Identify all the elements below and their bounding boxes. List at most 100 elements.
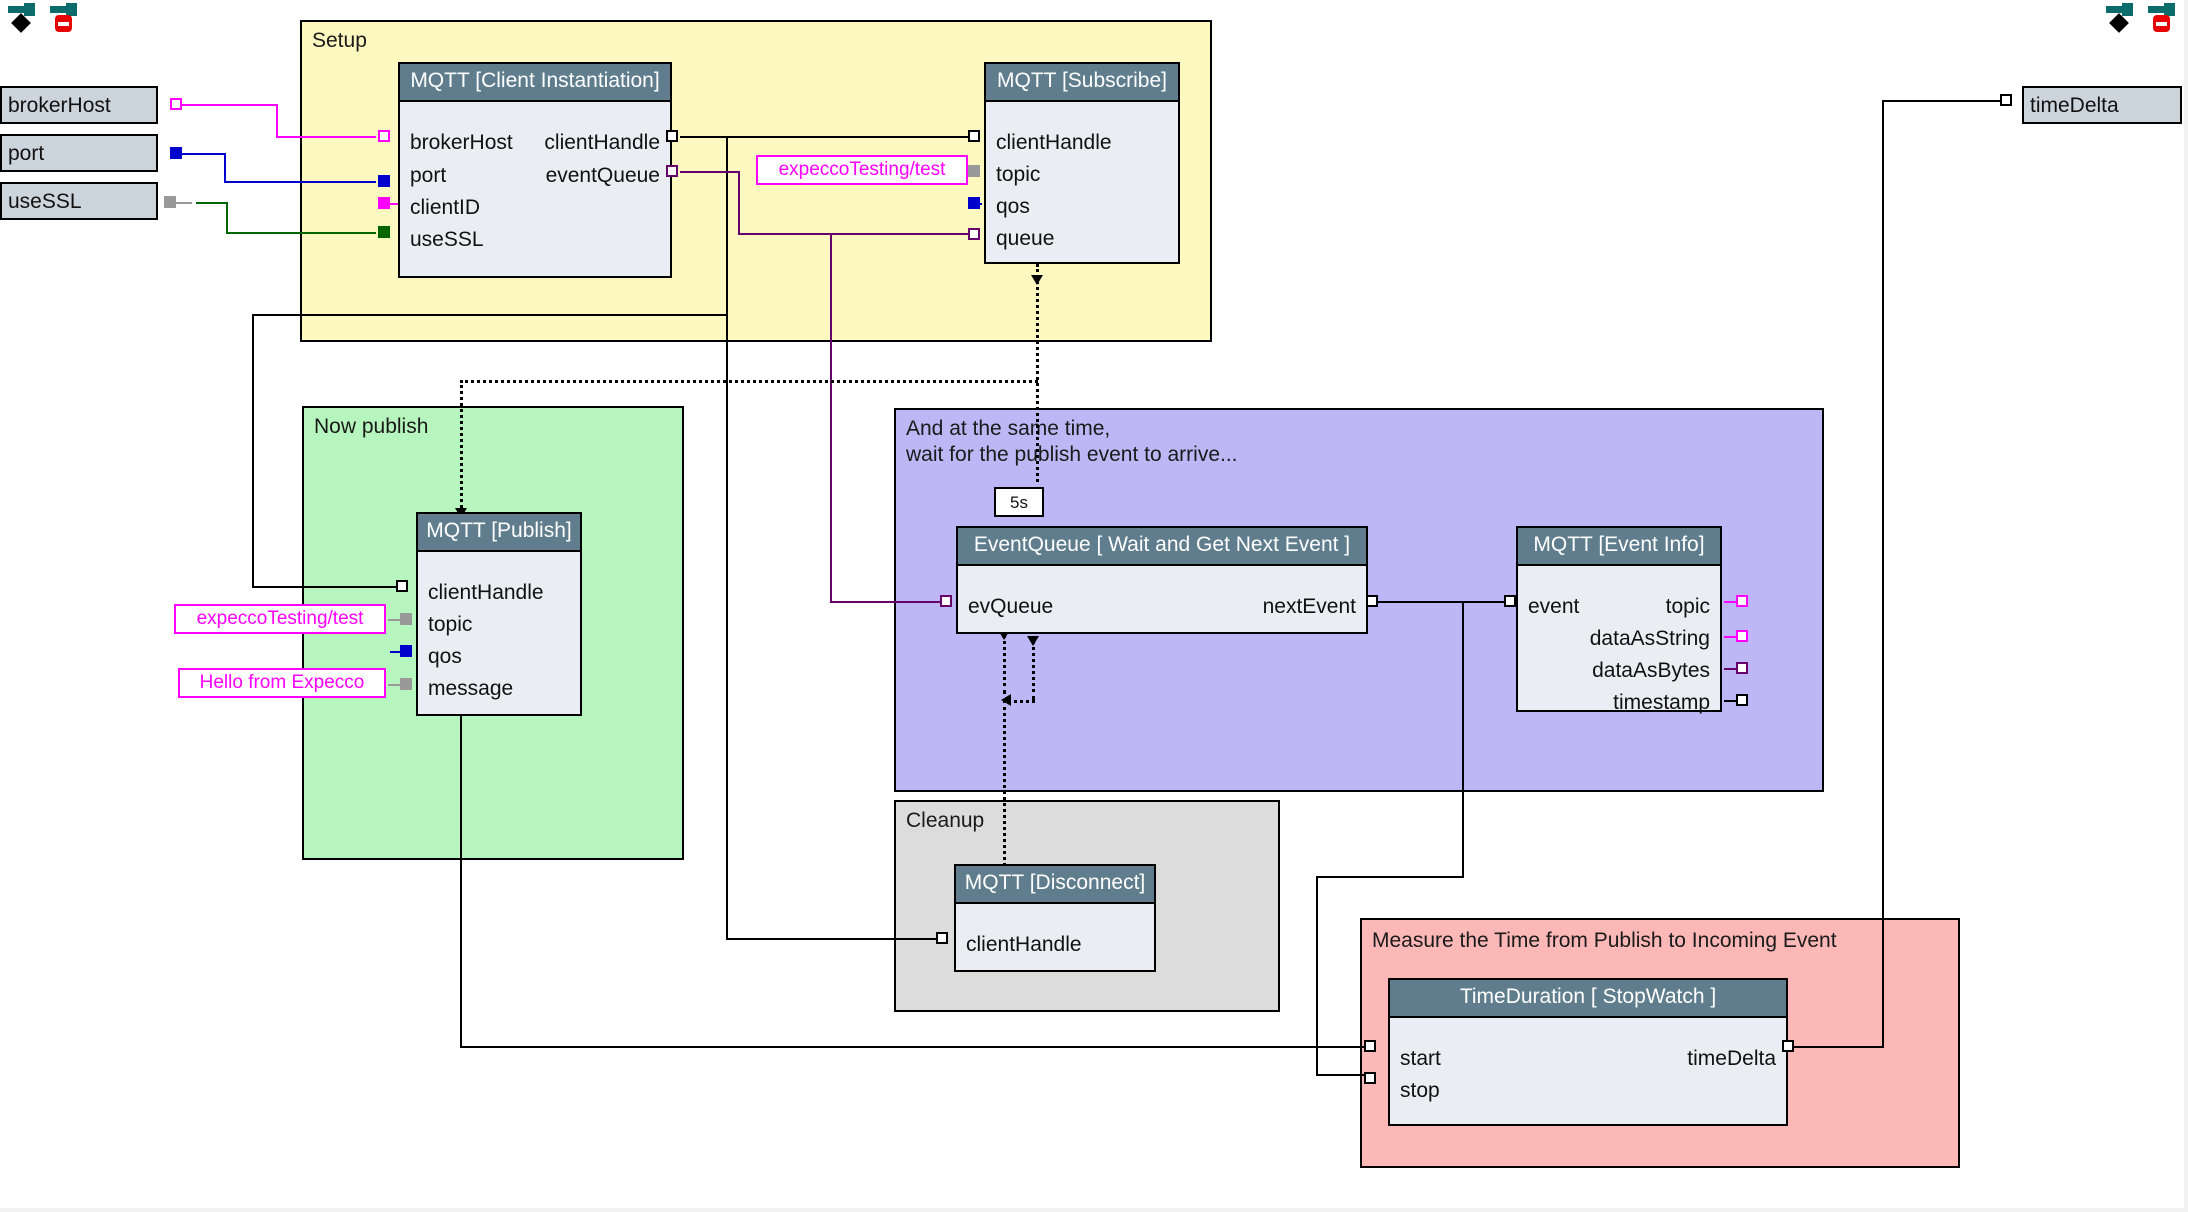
pin-in-publish-message[interactable] [400,678,412,690]
pin-in-subscribe-clienthandle[interactable] [968,130,980,142]
pin-in-disconnect-clienthandle[interactable] [936,932,948,944]
wire-port-seg3 [224,181,376,183]
wire-publish-topic-stub [388,619,402,621]
pin-in-subscribe-qos[interactable] [968,197,980,209]
pin-label-info-databytes: dataAsBytes [1592,659,1710,682]
wire-brokerhost-seg1 [178,104,278,106]
variable-brokerhost-pin[interactable] [170,98,182,110]
block-eventqueue-wait[interactable]: EventQueue [ Wait and Get Next Event ] e… [956,526,1368,634]
pin-out-eventqueue[interactable] [666,165,678,177]
block-mqtt-event-info-title: MQTT [Event Info] [1518,528,1720,566]
move-tool-icon[interactable] [2104,3,2138,38]
pin-out-clienthandle[interactable] [666,130,678,142]
wire-brokerhost-seg2 [276,104,278,138]
pin-label-clienthandle-out: clientHandle [544,131,660,154]
wire-clientid-stub [388,203,402,205]
pin-in-stop[interactable] [1364,1072,1376,1084]
pin-in-publish-clienthandle[interactable] [396,580,408,592]
variable-timedelta-label: timeDelta [2030,93,2119,117]
pin-in-clientid[interactable] [378,197,390,209]
pin-in-event[interactable] [1504,595,1516,607]
wire-port-seg2 [224,153,226,183]
pin-label-timedelta: timeDelta [1687,1047,1776,1070]
block-mqtt-client-instantiation[interactable]: MQTT [Client Instantiation] brokerHost p… [398,62,672,278]
wire-usessl-seg2 [226,202,228,234]
wire-eventinfo-databytes-stub [1724,668,1738,670]
pin-out-timedelta[interactable] [1782,1040,1794,1052]
literal-publish-topic-text: expeccoTesting/test [196,608,364,629]
block-mqtt-subscribe[interactable]: MQTT [Subscribe] clientHandle topic qos … [984,62,1180,264]
block-timeduration-stopwatch-title: TimeDuration [ StopWatch ] [1390,980,1786,1018]
variable-timedelta[interactable]: timeDelta [2022,86,2182,124]
wire-eventinfo-datastring-stub [1724,636,1738,638]
stop-tool-icon[interactable] [2146,3,2180,38]
stop-tool-icon[interactable] [48,3,82,38]
ctrlflow-arrow-evqueue [998,630,1010,640]
block-mqtt-publish-body: clientHandle topic qos message [418,552,580,716]
block-timeduration-stopwatch[interactable]: TimeDuration [ StopWatch ] start stop ti… [1388,978,1788,1126]
pin-in-publish-topic[interactable] [400,613,412,625]
pin-out-nextevent[interactable] [1366,595,1378,607]
pin-label-subscribe-clienthandle: clientHandle [996,131,1112,154]
ctrlflow-evqueue-down [1003,634,1006,694]
pin-in-evqueue[interactable] [940,595,952,607]
pin-out-info-topic[interactable] [1736,595,1748,607]
block-eventqueue-wait-body: evQueue nextEvent [958,566,1366,634]
variable-port-pin[interactable] [170,147,182,159]
group-setup-title: Setup [312,29,367,52]
wire-publish-to-start [460,1046,1370,1048]
pin-in-subscribe-queue[interactable] [968,228,980,240]
variable-timedelta-pin[interactable] [2000,94,2012,106]
pin-label-subscribe-topic: topic [996,163,1041,186]
pin-in-usessl[interactable] [378,226,390,238]
wire-eventqueue-seg3 [738,233,976,235]
wire-clienthandle-to-subscribe [680,136,974,138]
pin-in-start[interactable] [1364,1040,1376,1052]
wire-brokerhost-seg3 [276,136,376,138]
ctrlflow-to-cleanup [1003,700,1006,878]
note-wait-timeout[interactable]: 5s [994,487,1044,517]
pin-in-port[interactable] [378,175,390,187]
block-mqtt-publish[interactable]: MQTT [Publish] clientHandle topic qos me… [416,512,582,716]
pin-label-info-timestamp: timestamp [1613,691,1710,714]
block-mqtt-client-instantiation-title: MQTT [Client Instantiation] [400,64,670,102]
literal-subscribe-topic[interactable]: expeccoTesting/test [756,155,968,185]
pin-out-info-databytes[interactable] [1736,662,1748,674]
block-mqtt-disconnect[interactable]: MQTT [Disconnect] clientHandle [954,864,1156,972]
variable-usessl[interactable]: useSSL [0,182,158,220]
pin-label-evqueue: evQueue [968,595,1054,618]
pin-label-disconnect-clienthandle: clientHandle [966,933,1082,956]
wire-publish-bottom-v [460,716,462,1046]
ctrlflow-to-publish-v [460,380,463,520]
wire-nextevent-to-stop-v [1316,876,1318,1076]
wire-clienthandle-left-branch-v [252,314,254,588]
wire-usessl-seg1 [196,202,228,204]
variable-brokerhost[interactable]: brokerHost [0,86,158,124]
variable-port[interactable]: port [0,134,158,172]
pin-label-subscribe-qos: qos [996,195,1030,218]
pin-label-subscribe-queue: queue [996,227,1055,250]
pin-in-subscribe-topic[interactable] [968,165,980,177]
literal-publish-message[interactable]: Hello from Expecco [178,668,386,698]
wire-eventqueue-seg2 [738,171,740,235]
variable-usessl-pin[interactable] [164,196,176,208]
pin-in-publish-qos[interactable] [400,645,412,657]
pin-label-start: start [1400,1047,1441,1070]
pin-in-brokerhost[interactable] [378,130,390,142]
block-mqtt-event-info[interactable]: MQTT [Event Info] event topic dataAsStri… [1516,526,1722,714]
group-cleanup-title: Cleanup [906,809,985,832]
wire-usessl-seg3 [226,232,376,234]
pin-label-publish-qos: qos [428,645,462,668]
pin-label-brokerhost: brokerHost [410,131,513,154]
pin-label-event: event [1528,595,1580,618]
pin-out-info-timestamp[interactable] [1736,694,1748,706]
pin-out-info-datastring[interactable] [1736,630,1748,642]
wire-timedelta-to-var [1882,100,2012,102]
variable-usessl-label: useSSL [8,189,82,213]
wire-clienthandle-to-publish [252,586,398,588]
literal-publish-topic[interactable]: expeccoTesting/test [174,604,386,634]
move-tool-icon[interactable] [6,3,40,38]
block-mqtt-subscribe-body: clientHandle topic qos queue [986,102,1178,264]
wire-nextevent-down [1462,601,1464,877]
